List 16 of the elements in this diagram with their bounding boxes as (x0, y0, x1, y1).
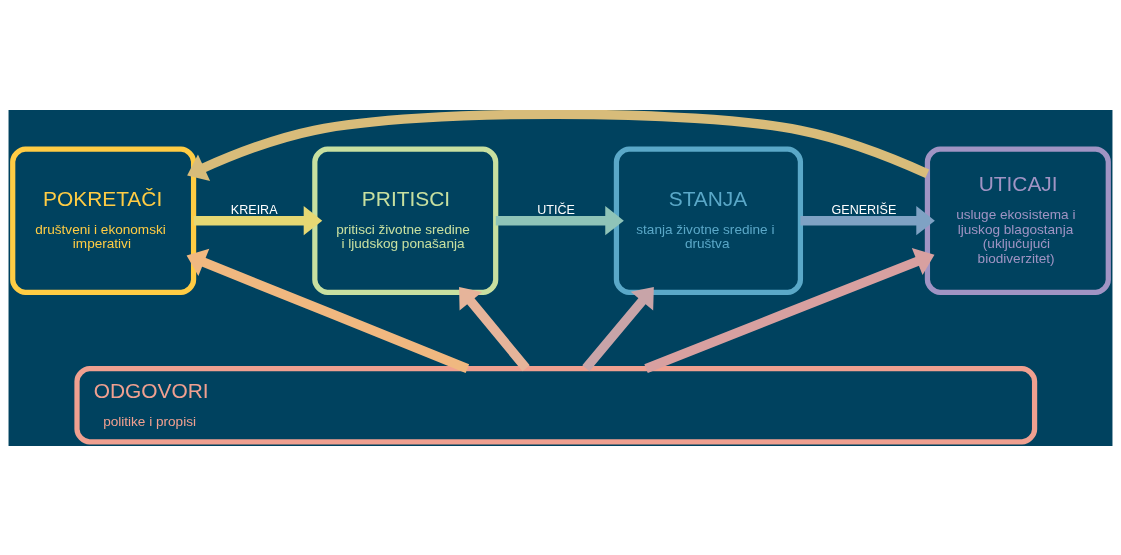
arrow (193, 205, 323, 235)
arrow (495, 205, 624, 235)
arrow (644, 247, 935, 373)
arrow (800, 205, 935, 235)
node-box: PRITISCI pritisci životne sredine i ljudskog ponašanja (312, 146, 499, 295)
edge-label: GENERIŠE (831, 202, 897, 217)
node-box: STANJA stanja životne sredine i društva (613, 146, 804, 295)
node-box: UTICAJI usluge ekosistema i ljuskog blagostanja (uključujući biodiverzitet) (924, 146, 1111, 295)
node-box: POKRETAČI društveni i ekonomski imperativi (10, 146, 197, 295)
arrow (187, 109, 930, 181)
node-box: ODGOVORI politike i propisi (74, 365, 1038, 444)
edge-label: KREIRA (230, 202, 278, 217)
arrow (582, 286, 654, 371)
edge-label: UTIČE (537, 202, 575, 217)
arrow (459, 286, 530, 371)
arrow (186, 248, 470, 373)
